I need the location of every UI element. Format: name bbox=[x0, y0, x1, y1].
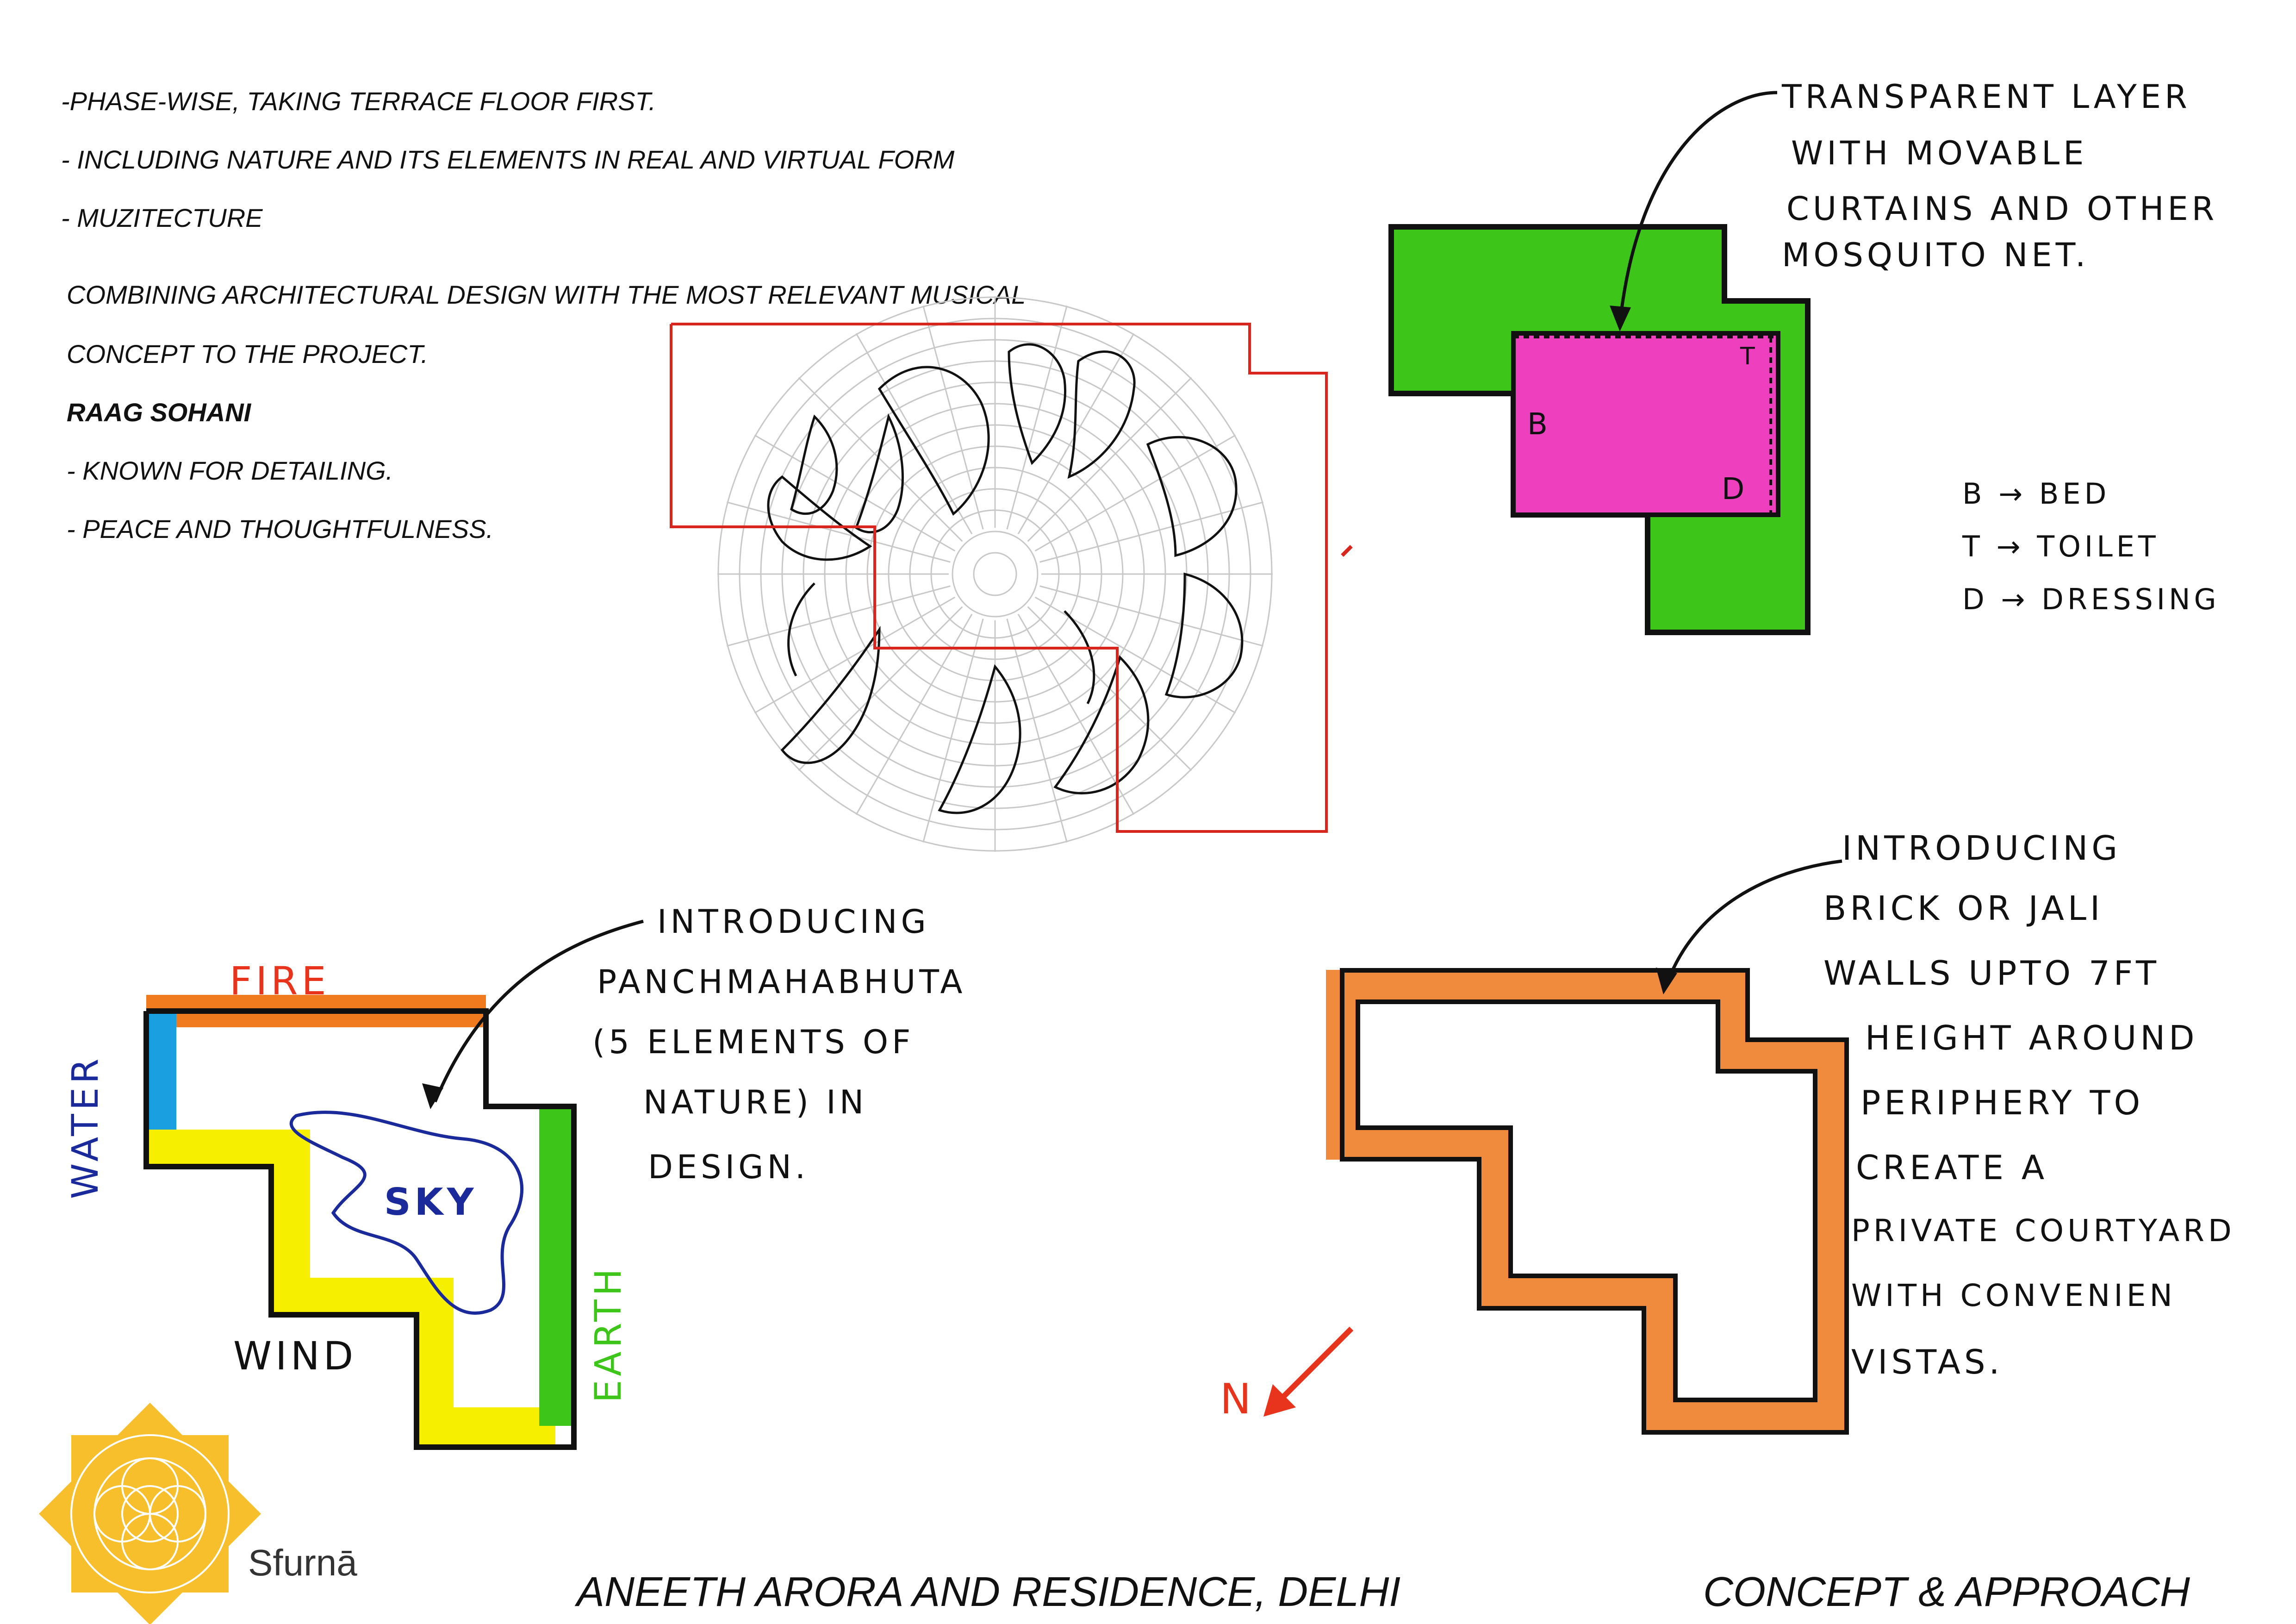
note-line: COMBINING ARCHITECTURAL DESIGN WITH THE … bbox=[67, 280, 1026, 309]
grid-spoke bbox=[1034, 434, 1236, 552]
room-label-toilet: T bbox=[1740, 343, 1759, 370]
bedroom-block bbox=[1511, 331, 1780, 517]
fire-label: FIRE bbox=[230, 958, 330, 1004]
grid-spoke bbox=[1006, 306, 1068, 530]
pointer-arrow bbox=[1664, 859, 1842, 987]
room-label-dressing: D bbox=[1722, 472, 1748, 506]
wind-edge bbox=[146, 1130, 555, 1444]
wind-label: WIND bbox=[233, 1333, 357, 1379]
arrow-head bbox=[1656, 968, 1677, 994]
grid-spoke bbox=[798, 377, 963, 542]
sheet-title: CONCEPT & APPROACH bbox=[1703, 1569, 2190, 1615]
note-line: -PHASE-WISE, TAKING TERRACE FLOOR FIRST. bbox=[61, 87, 656, 116]
arrow-head bbox=[1610, 306, 1631, 331]
grid-spoke bbox=[1017, 333, 1135, 535]
courtyard-outline bbox=[1340, 968, 1849, 1435]
grid-spoke bbox=[798, 606, 963, 771]
grid-spoke bbox=[855, 333, 973, 535]
logo-text: Sfurnā bbox=[248, 1542, 357, 1583]
sky-label: SKY bbox=[384, 1181, 478, 1224]
note-line: CONCEPT TO THE PROJECT. bbox=[67, 339, 428, 369]
arrow-head bbox=[422, 1083, 443, 1109]
brick-jali-wall bbox=[1326, 970, 1847, 1432]
grid-spoke bbox=[727, 585, 951, 647]
grid-spoke bbox=[1039, 585, 1263, 647]
pointer-arrow bbox=[1618, 91, 1778, 325]
grid-spoke bbox=[754, 596, 956, 714]
grid-ring bbox=[952, 531, 1039, 618]
pointer-arrow bbox=[433, 919, 644, 1103]
grid-spoke bbox=[922, 618, 984, 843]
grid-spoke bbox=[727, 501, 951, 563]
note-line: - PEACE AND THOUGHTFULNESS. bbox=[67, 514, 494, 543]
grid-spoke bbox=[1039, 501, 1263, 563]
red-site-outline bbox=[670, 323, 1328, 833]
sky-outline bbox=[289, 1111, 524, 1315]
project-title: ANEETH ARORA AND RESIDENCE, DELHI bbox=[577, 1569, 1401, 1615]
note-line: - KNOWN FOR DETAILING. bbox=[67, 456, 393, 485]
raag-title: RAAG SOHANI bbox=[67, 398, 251, 427]
grid-ring bbox=[973, 552, 1017, 596]
red-tick bbox=[1341, 545, 1353, 557]
north-arrow-head bbox=[1263, 1384, 1296, 1417]
north-label: N bbox=[1220, 1375, 1255, 1424]
grid-spoke bbox=[1006, 618, 1068, 843]
grid-spoke bbox=[1027, 377, 1192, 542]
room-label-bed: B bbox=[1527, 407, 1551, 442]
note-line: - INCLUDING NATURE AND ITS ELEMENTS IN R… bbox=[61, 145, 955, 174]
elements-outline bbox=[143, 1008, 577, 1450]
organic-petal-form bbox=[767, 343, 1244, 814]
note-line: - MUZITECTURE bbox=[61, 203, 263, 232]
grid-spoke bbox=[754, 434, 956, 552]
